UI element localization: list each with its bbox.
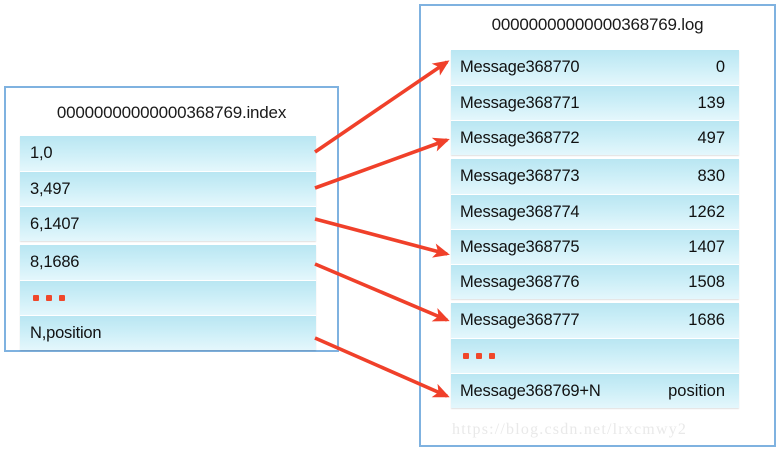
index-entry-list: 1,0 3,497 6,1407 8,1686 N,position: [20, 136, 316, 350]
log-message-label: Message368776: [460, 272, 580, 291]
ellipsis-icon: [30, 295, 65, 301]
watermark-text: https://blog.csdn.net/lrxcmwy2: [452, 421, 688, 438]
index-entry-label: N,position: [30, 323, 102, 342]
log-message-label: Message368772: [460, 128, 580, 147]
log-message-label: Message368769+N: [460, 381, 601, 400]
log-message-offset: 497: [697, 128, 725, 147]
log-message-offset: 1508: [688, 272, 725, 291]
log-message-offset: 830: [697, 167, 725, 185]
log-message-label: Message368777: [460, 311, 580, 329]
index-file-panel: 00000000000000368769.index 1,0 3,497 6,1…: [4, 86, 339, 352]
row-group-separator: [20, 241, 316, 245]
ellipsis-icon: [460, 353, 495, 359]
log-message-row[interactable]: Message368777 1686: [451, 303, 739, 338]
log-message-offset: 0: [715, 58, 725, 76]
log-message-row[interactable]: Message368775 1407: [451, 229, 739, 264]
index-entry-row[interactable]: 1,0: [20, 136, 316, 171]
index-entry-row[interactable]: 3,497: [20, 171, 316, 206]
index-file-title: 00000000000000368769.index: [56, 103, 287, 122]
log-message-row[interactable]: Message368769+N position: [451, 373, 739, 408]
log-message-label: Message368773: [460, 167, 580, 185]
log-message-row[interactable]: Message368774 1262: [451, 194, 739, 229]
log-message-label: Message368774: [460, 202, 580, 221]
index-entry-label: 8,1686: [30, 253, 80, 271]
log-message-row[interactable]: Message368776 1508: [451, 264, 739, 299]
log-file-panel: 00000000000000368769.log Message368770 0…: [419, 4, 776, 447]
log-message-offset: position: [668, 381, 725, 400]
log-message-offset: 1262: [688, 202, 725, 221]
log-message-label: Message368775: [460, 237, 580, 256]
log-message-label: Message368771: [460, 93, 580, 112]
log-message-row[interactable]: Message368772 497: [451, 120, 739, 155]
log-file-title: 00000000000000368769.log: [491, 15, 704, 34]
log-message-row[interactable]: Message368771 139: [451, 85, 739, 120]
log-message-label: Message368770: [460, 58, 580, 76]
log-ellipsis-row: [451, 338, 739, 373]
row-group-separator: [451, 299, 739, 303]
log-message-offset: 1686: [688, 311, 725, 329]
row-group-separator: [451, 155, 739, 159]
log-message-row[interactable]: Message368773 830: [451, 159, 739, 194]
log-message-offset: 1407: [688, 237, 725, 256]
log-message-list: Message368770 0 Message368771 139 Messag…: [451, 50, 739, 408]
index-entry-label: 3,497: [30, 179, 71, 198]
log-message-offset: 139: [697, 93, 725, 112]
index-entry-label: 1,0: [30, 144, 53, 162]
index-entry-row[interactable]: 6,1407: [20, 206, 316, 241]
index-ellipsis-row: [20, 280, 316, 315]
log-message-row[interactable]: Message368770 0: [451, 50, 739, 85]
index-entry-row[interactable]: N,position: [20, 315, 316, 350]
index-entry-label: 6,1407: [30, 214, 80, 233]
index-entry-row[interactable]: 8,1686: [20, 245, 316, 280]
